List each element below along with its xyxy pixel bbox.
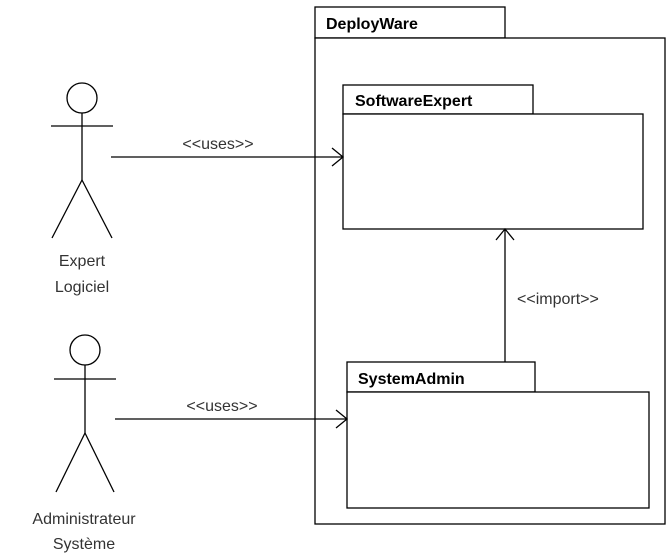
actor-head-icon	[66, 82, 98, 114]
package-systemadmin: SystemAdmin	[346, 361, 650, 509]
relation-expert-uses: <<uses>>	[111, 136, 345, 167]
actor-expert-label-line1: Expert	[59, 253, 106, 270]
actor-expert-logiciel: Expert Logiciel	[51, 82, 113, 296]
open-arrowhead-icon	[495, 227, 515, 241]
actor-right-leg-icon	[81, 179, 113, 239]
package-softwareexpert-tab	[342, 84, 534, 115]
package-softwareexpert-frame	[342, 113, 644, 230]
package-systemadmin-frame	[346, 391, 650, 509]
actor-left-leg-icon	[51, 179, 83, 239]
actor-head-icon	[69, 334, 101, 366]
open-arrowhead-icon	[335, 409, 349, 429]
actor-admin-label-line1: Administrateur	[32, 511, 136, 528]
actor-administrateur-systeme: Administrateur Système	[32, 334, 136, 553]
open-arrowhead-icon	[331, 147, 345, 167]
package-deployware-name: DeployWare	[326, 16, 418, 33]
actor-admin-label-line2: Système	[53, 536, 115, 553]
actor-expert-label-line2: Logiciel	[55, 279, 109, 296]
uses-label: <<uses>>	[186, 398, 257, 415]
actor-left-leg-icon	[55, 432, 86, 493]
package-systemadmin-name: SystemAdmin	[358, 371, 465, 388]
package-deployware-tab	[314, 6, 506, 39]
uses-label: <<uses>>	[182, 136, 253, 153]
relation-import: <<import>>	[495, 227, 599, 362]
package-softwareexpert-name: SoftwareExpert	[355, 93, 473, 110]
import-label: <<import>>	[517, 291, 599, 308]
actor-right-leg-icon	[84, 432, 115, 493]
relation-admin-uses: <<uses>>	[115, 398, 349, 429]
package-softwareexpert: SoftwareExpert	[342, 84, 644, 230]
